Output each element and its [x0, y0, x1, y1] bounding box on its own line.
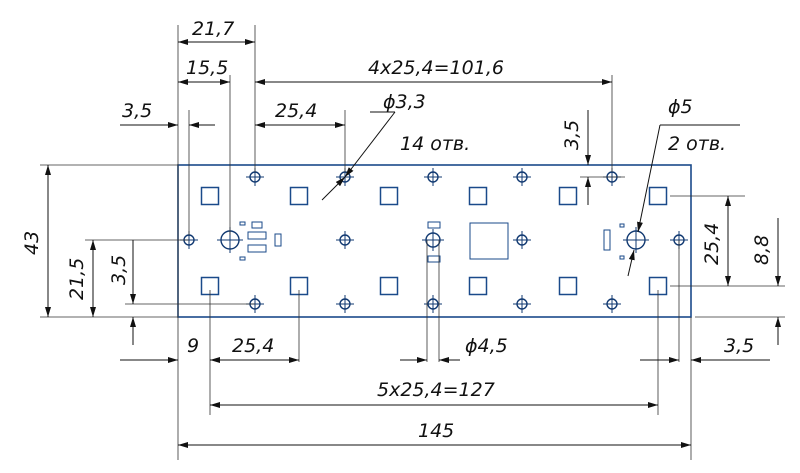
- holes-2-note: 2 отв.: [668, 133, 726, 155]
- hole-3-3: [513, 295, 531, 313]
- led-pad: [289, 186, 309, 206]
- hole-3-3: [336, 295, 354, 313]
- dim-9: 9: [187, 335, 199, 357]
- dim-3-5-left: 3,5: [122, 100, 152, 122]
- hole-3-3: [513, 231, 531, 249]
- center-pad: [469, 222, 509, 260]
- hole-3-3: [603, 295, 621, 313]
- components-right: [603, 223, 625, 260]
- dim-3-5-bottom-right: 3,5: [724, 335, 754, 357]
- dim-127: 5x25,4=127: [377, 379, 495, 401]
- dim-8-8: 8,8: [751, 235, 773, 265]
- dim-15-5: 15,5: [186, 57, 228, 79]
- components-center: [427, 221, 441, 263]
- dim-21-7: 21,7: [192, 18, 234, 40]
- dim-phi-4-5: ϕ4,5: [465, 335, 508, 357]
- dim-43: 43: [21, 231, 43, 255]
- dim-101-6: 4x25,4=101,6: [368, 57, 504, 79]
- led-pad: [379, 276, 399, 296]
- dimension-lines: [40, 25, 785, 460]
- holes-14-note: 14 отв.: [400, 133, 470, 155]
- led-pad: [558, 276, 578, 296]
- dim-21-5: 21,5: [66, 258, 88, 300]
- led-pad: [379, 186, 399, 206]
- led-pad: [200, 186, 220, 206]
- led-pad: [558, 186, 578, 206]
- mounting-holes: [180, 168, 688, 313]
- led-pads: [200, 186, 668, 296]
- components-left: [239, 221, 282, 261]
- hole-3-3: [336, 231, 354, 249]
- dim-3-5-vert: 3,5: [108, 255, 130, 285]
- led-pad: [468, 276, 488, 296]
- dim-145: 145: [418, 420, 454, 442]
- hole-3-3: [424, 168, 442, 186]
- dim-25-4-bottom: 25,4: [232, 335, 274, 357]
- hole-4-5: [422, 229, 444, 251]
- board-outline: [177, 164, 692, 318]
- led-pad: [648, 186, 668, 206]
- dim-phi-3-3: ϕ3,3: [383, 91, 426, 113]
- dim-25-4-top: 25,4: [275, 100, 317, 122]
- led-pad: [468, 186, 488, 206]
- dim-3-5-top-right: 3,5: [561, 120, 583, 150]
- dim-phi-5: ϕ5: [668, 96, 693, 118]
- hole-3-3: [513, 168, 531, 186]
- hole-5: [623, 227, 649, 253]
- dim-25-4-right: 25,4: [701, 223, 723, 265]
